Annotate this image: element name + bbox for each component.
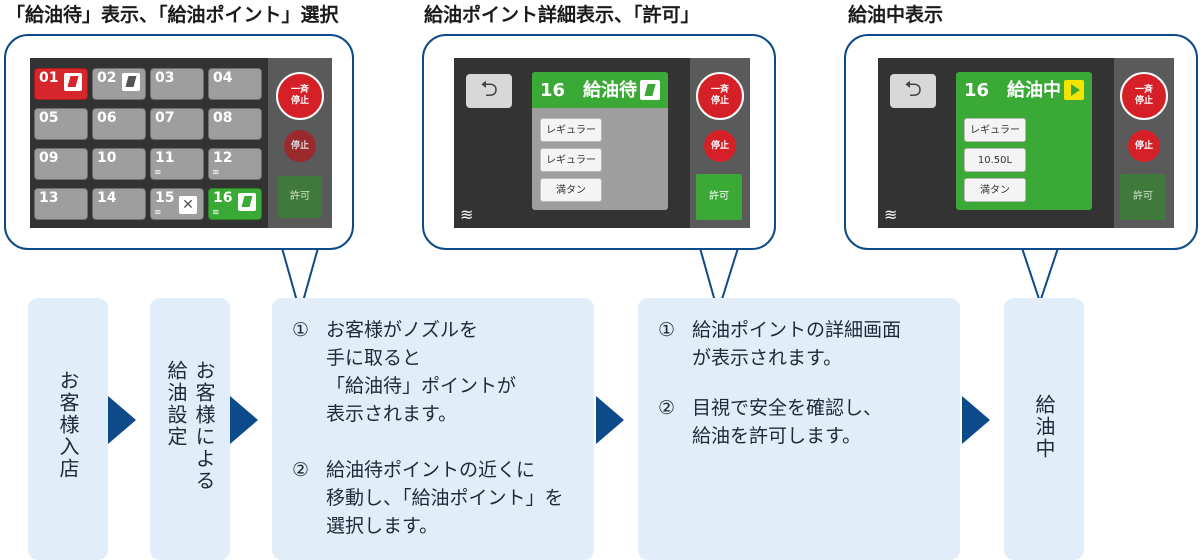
point-tile-01[interactable]: 01 <box>34 68 88 100</box>
flow-arrow <box>108 396 136 444</box>
all-stop-button[interactable]: 一斉停止 <box>276 72 324 120</box>
permit-button[interactable]: 許可 <box>1120 174 1166 220</box>
refueling-panel: 16 給油中 レギュラー 10.50L 満タン <box>956 72 1092 210</box>
flow-arrow <box>230 396 258 444</box>
screen-point-grid: ▾◢▮ 0102030405060708091011≋12≋131415✕≋16… <box>30 58 332 228</box>
fill-amount-button[interactable]: 満タン <box>964 178 1026 202</box>
flow-step-label: お客様入店 <box>56 370 80 480</box>
all-stop-label: 一斉 <box>290 85 309 95</box>
wifi-icon: ≋ <box>460 205 474 224</box>
point-tile-15[interactable]: 15✕ ≋ <box>150 188 204 220</box>
heading-detail-permit: 給油ポイント詳細表示、「許可」 <box>424 4 700 26</box>
x-icon: ✕ <box>179 196 197 214</box>
nozzle-icon <box>64 73 82 91</box>
flow-step-refueling: 給油中 <box>1004 298 1084 560</box>
flow-arrow <box>962 396 990 444</box>
heading-refueling: 給油中表示 <box>848 4 944 26</box>
control-panel: 一斉停止 停止 許可 <box>268 58 332 228</box>
wifi-icon: ≋ <box>154 168 162 178</box>
back-button[interactable]: ⮌ <box>890 74 936 108</box>
point-number: 12 <box>213 150 233 166</box>
detail-title: 16 給油待 <box>540 80 638 101</box>
point-number: 14 <box>97 190 117 206</box>
point-tile-06[interactable]: 06 <box>92 108 146 140</box>
stop-button[interactable]: 停止 <box>704 130 736 162</box>
fuel-type-button[interactable]: レギュラー <box>540 148 602 172</box>
point-number: 01 <box>39 70 59 86</box>
point-tile-04[interactable]: 04 <box>208 68 262 100</box>
point-number: 15 <box>155 190 175 206</box>
all-stop-button[interactable]: 一斉停止 <box>696 72 744 120</box>
flow-step-label: お客様による給油設定 <box>164 360 216 492</box>
wifi-icon: ≋ <box>212 208 220 218</box>
all-stop-label: 一斉 <box>1134 85 1153 95</box>
heading-waiting-select: 「給油待」表示、「給油ポイント」選択 <box>6 4 339 26</box>
point-tile-03[interactable]: 03 <box>150 68 204 100</box>
point-tile-14[interactable]: 14 <box>92 188 146 220</box>
point-number: 07 <box>155 110 175 126</box>
back-button[interactable]: ⮌ <box>466 74 512 108</box>
all-stop-label: 一斉 <box>710 85 729 95</box>
all-stop-label: 停止 <box>710 96 729 106</box>
flow-arrow <box>596 396 624 444</box>
point-number: 05 <box>39 110 59 126</box>
point-tile-08[interactable]: 08 <box>208 108 262 140</box>
point-number: 04 <box>213 70 233 86</box>
fuel-type-button[interactable]: レギュラー <box>540 118 602 142</box>
flow-step-customer-arrives: お客様入店 <box>28 298 108 560</box>
all-stop-label: 停止 <box>1134 96 1153 106</box>
point-number: 10 <box>97 150 117 166</box>
flow-step-label: 給油中 <box>1032 394 1056 460</box>
permit-button[interactable]: 許可 <box>278 176 322 218</box>
point-number: 11 <box>155 150 175 166</box>
point-tile-13[interactable]: 13 <box>34 188 88 220</box>
detail-panel: 16 給油待 レギュラー レギュラー 満タン <box>532 72 668 210</box>
flow-step-permit: ① 給油ポイントの詳細画面が表示されます。 ② 目視で安全を確認し、給油を許可し… <box>638 298 960 560</box>
point-number: 08 <box>213 110 233 126</box>
point-number: 16 <box>213 190 233 206</box>
volume-readout: 10.50L <box>964 148 1026 172</box>
stop-button[interactable]: 停止 <box>1128 130 1160 162</box>
all-stop-label: 停止 <box>290 96 309 106</box>
all-stop-button[interactable]: 一斉停止 <box>1120 72 1168 120</box>
point-number: 13 <box>39 190 59 206</box>
play-icon <box>1064 80 1084 100</box>
flow-step-customer-setup: お客様による給油設定 <box>150 298 230 560</box>
stop-button[interactable]: 停止 <box>284 130 316 162</box>
point-tile-07[interactable]: 07 <box>150 108 204 140</box>
bubble-tail-3 <box>1020 247 1060 306</box>
flow-step-select-point: ① お客様がノズルを手に取ると「給油待」ポイントが表示されます。 ② 給油待ポイ… <box>272 298 594 560</box>
point-number: 09 <box>39 150 59 166</box>
nozzle-icon <box>122 73 140 91</box>
point-number: 03 <box>155 70 175 86</box>
point-tile-02[interactable]: 02 <box>92 68 146 100</box>
refueling-title: 16 給油中 <box>964 80 1062 101</box>
permit-button[interactable]: 許可 <box>696 174 742 220</box>
point-number: 06 <box>97 110 117 126</box>
control-panel: 一斉停止 停止 許可 <box>690 58 750 228</box>
point-tile-12[interactable]: 12 ≋ <box>208 148 262 180</box>
point-tile-10[interactable]: 10 <box>92 148 146 180</box>
point-tile-11[interactable]: 11 ≋ <box>150 148 204 180</box>
nozzle-icon <box>238 193 256 211</box>
nozzle-icon <box>640 80 660 100</box>
control-panel: 一斉停止 停止 許可 <box>1114 58 1174 228</box>
wifi-icon: ≋ <box>154 208 162 218</box>
wifi-icon: ≋ <box>884 205 898 224</box>
point-number: 02 <box>97 70 117 86</box>
point-tile-09[interactable]: 09 <box>34 148 88 180</box>
fuel-type-button[interactable]: レギュラー <box>964 118 1026 142</box>
fill-amount-button[interactable]: 満タン <box>540 178 602 202</box>
point-tile-16[interactable]: 16 ≋ <box>208 188 262 220</box>
wifi-icon: ≋ <box>212 168 220 178</box>
point-tile-05[interactable]: 05 <box>34 108 88 140</box>
